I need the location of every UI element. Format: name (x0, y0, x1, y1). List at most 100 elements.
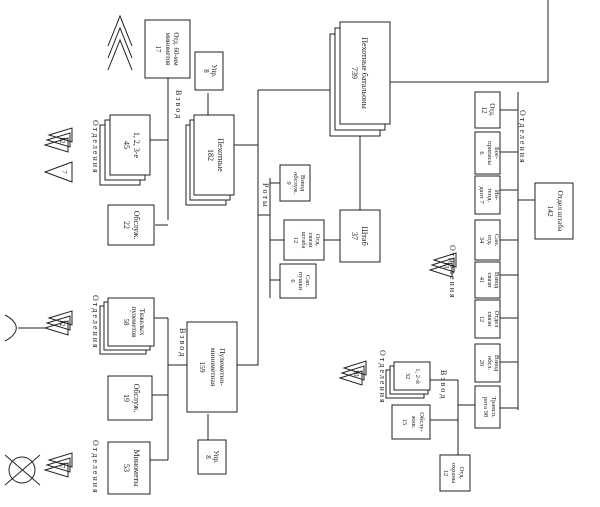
node-squads-123: 1, 2, 3-е 45 (99, 114, 151, 186)
svg-text:пушки: пушки (297, 272, 304, 291)
svg-text:12: 12 (442, 470, 449, 477)
svg-text:Сан.: Сан. (493, 234, 500, 247)
svg-text:Минометы: Минометы (132, 449, 141, 487)
svg-text:10: 10 (352, 370, 360, 378)
svg-text:6: 6 (289, 279, 296, 283)
mortar-icon (107, 14, 133, 71)
svg-text:Обслуж.: Обслуж. (132, 211, 141, 240)
node-signal-platoon-41: Взвод связи 41 (474, 261, 501, 299)
svg-text:тенд.: тенд. (486, 188, 493, 203)
svg-text:Отдел: Отдел (493, 311, 500, 329)
svg-text:пулеметов: пулеметов (130, 307, 138, 339)
svg-text:Отд. 60-мм: Отд. 60-мм (172, 32, 180, 66)
node-guard-12: Отд. охраны 12 (439, 454, 471, 492)
node-staff: Штаб 37 (339, 209, 381, 263)
node-comm-12: Отд. связи штаба 12 (283, 219, 325, 261)
triangle-symbol-12a: 12 (43, 127, 73, 153)
svg-text:6: 6 (478, 151, 485, 155)
svg-text:12: 12 (480, 107, 488, 115)
node-mortars-53: Минометы 53 (107, 441, 151, 495)
svg-text:жив.: жив. (410, 415, 417, 429)
svg-text:8: 8 (204, 455, 212, 459)
node-hmg-squads: Тяжелых пулеметов 58 (99, 297, 155, 355)
svg-text:связи: связи (486, 312, 493, 327)
node-hq-service: Взвод обслуж. 9 (279, 164, 311, 202)
label-otdeleniya-3: О т д е л е н и я (91, 440, 100, 493)
node-support-22: Обслуж. 22 (107, 204, 155, 246)
svg-text:Отд.: Отд. (488, 103, 496, 117)
label-vzvod-a: В з в о д (174, 90, 183, 118)
svg-text:8: 8 (202, 69, 210, 73)
svg-text:13: 13 (442, 262, 450, 270)
svg-text:19: 19 (122, 394, 131, 402)
node-hq-sec-12: Отд. 12 (474, 91, 501, 129)
svg-text:Отдел штаба: Отдел штаба (556, 191, 565, 233)
node-service-platoon-20: Взвод обсл. 20 (474, 343, 501, 383)
svg-text:12: 12 (58, 320, 66, 328)
triangle-symbol-10: 10 (338, 360, 367, 386)
svg-text:охраны: охраны (450, 463, 457, 484)
machine-gun-icon (4, 314, 45, 342)
svg-text:Штаб: Штаб (360, 226, 369, 245)
svg-text:Бое-: Бое- (493, 147, 500, 159)
svg-text:Обслу-: Обслу- (418, 412, 425, 432)
label-otdeleniya-1: О т д е л е н и я (91, 120, 100, 173)
label-vzvod-b: В з в о д (178, 328, 187, 356)
svg-text:12: 12 (478, 316, 485, 323)
svg-text:58: 58 (122, 319, 130, 327)
svg-text:рота 98: рота 98 (482, 397, 489, 417)
node-support-19: Обслуж. 19 (107, 375, 153, 421)
svg-text:обслуж.: обслуж. (292, 172, 299, 194)
node-squads-12: 1, 2-й 32 (385, 361, 431, 399)
svg-text:53: 53 (122, 464, 131, 472)
node-upr-bottom: Упр. 8 (197, 439, 227, 475)
svg-text:Упр.: Упр. (210, 64, 218, 78)
svg-text:45: 45 (122, 141, 131, 149)
node-quartermaster-7: Ин- тенд. дант 7 (474, 175, 501, 215)
svg-text:22: 22 (122, 221, 131, 229)
node-battalion: Пехотные батальоны 739 (329, 21, 391, 137)
svg-text:Пулеметно-: Пулеметно- (218, 348, 227, 386)
svg-text:Сап.: Сап. (304, 275, 311, 288)
svg-text:Трансп.: Трансп. (490, 396, 497, 418)
svg-text:обсл.: обсл. (486, 356, 493, 371)
node-service-15: Обслу- жив. 15 (391, 404, 431, 440)
label-otdeleniya-2: О т д е л е н и я (91, 295, 100, 348)
svg-text:15: 15 (401, 419, 408, 426)
node-infantry-platoon: Пехотные 182 (185, 114, 235, 206)
svg-text:Отд.: Отд. (314, 234, 321, 247)
svg-text:9: 9 (285, 181, 292, 184)
svg-text:1, 2-й: 1, 2-й (414, 368, 421, 384)
svg-text:20: 20 (478, 360, 485, 367)
node-medical-34: Сан. отд. 34 (474, 219, 501, 261)
label-otdeleniya-4: О т д е л е н и я (518, 110, 527, 163)
svg-text:Упр.: Упр. (212, 450, 220, 464)
svg-text:32: 32 (404, 373, 411, 380)
svg-text:Взвод: Взвод (493, 272, 500, 289)
triangle-symbol-12b: 12 (43, 310, 73, 336)
node-upr-top: Упр. 8 (194, 51, 224, 91)
svg-text:37: 37 (350, 232, 359, 240)
node-hq-company: Отдел штаба 142 (534, 182, 574, 240)
svg-text:Взвод: Взвод (493, 355, 500, 372)
svg-text:159: 159 (198, 361, 207, 373)
triangle-symbol-17: 17 (43, 452, 73, 478)
svg-text:связи: связи (486, 273, 493, 288)
svg-text:Тяжелых: Тяжелых (138, 309, 146, 336)
node-ammo-6: Бое- припасы 6 (474, 131, 501, 175)
svg-text:штаба: штаба (300, 231, 307, 248)
svg-text:Взвод: Взвод (299, 175, 306, 192)
node-transport-company: Трансп. рота 98 (474, 385, 501, 429)
svg-text:1, 2, 3-е: 1, 2, 3-е (132, 132, 141, 159)
svg-text:припасы: припасы (486, 141, 493, 165)
svg-text:минометов: минометов (164, 33, 172, 66)
svg-text:142: 142 (546, 205, 555, 217)
label-roty: Р о т ы (261, 183, 270, 207)
battalion-count: 739 (350, 67, 359, 79)
svg-text:минометная: минометная (209, 348, 218, 387)
svg-text:дант 7: дант 7 (478, 186, 485, 204)
svg-text:17: 17 (58, 462, 66, 470)
triangle-symbol-13: 13 (428, 252, 457, 278)
label-otdeleniya-6: О т д е л е н и я (378, 350, 387, 403)
